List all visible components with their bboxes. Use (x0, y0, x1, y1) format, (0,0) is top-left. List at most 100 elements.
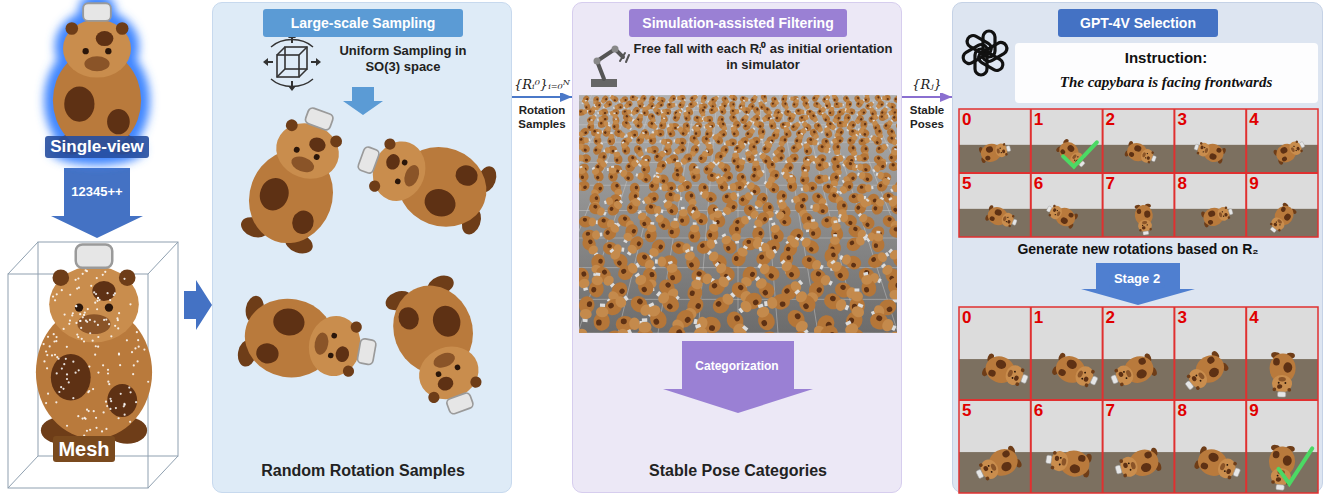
illustration-part (47, 336, 49, 338)
illustration-part (631, 136, 634, 139)
illustration-part (93, 291, 95, 293)
illustration-part (675, 172, 680, 177)
illustration-part (888, 162, 897, 171)
illustration-part (891, 119, 894, 122)
illustration-part (851, 130, 854, 133)
illustration-part (878, 129, 881, 133)
illustration-part (623, 110, 626, 113)
illustration-part (790, 112, 797, 119)
illustration-part (870, 134, 878, 142)
illustration-part (828, 150, 831, 153)
illustration-part (681, 142, 684, 145)
illustration-part (65, 358, 67, 360)
illustration-part (847, 184, 852, 189)
illustration-part (235, 97, 361, 258)
illustration-part (872, 119, 875, 121)
illustration-part (609, 167, 617, 174)
illustration-part (590, 119, 592, 121)
illustration-part (753, 168, 756, 172)
illustration-part (896, 143, 897, 146)
illustration-part (612, 46, 619, 53)
illustration-part (357, 146, 380, 175)
illustration-part (831, 105, 833, 107)
illustration-part (871, 112, 874, 115)
illustration-part (707, 101, 709, 103)
illustration-part (611, 166, 614, 168)
illustration-part (608, 166, 618, 182)
illustration-part (636, 124, 640, 128)
illustration-part (800, 116, 803, 119)
illustration-part (602, 155, 606, 159)
illustration-part (642, 161, 649, 167)
illustration-part (708, 142, 711, 144)
illustration-part (788, 117, 791, 120)
illustration-part (864, 95, 870, 103)
illustration-part (143, 348, 145, 350)
illustration-part (894, 147, 897, 150)
illustration-part (679, 111, 681, 113)
illustration-part (622, 141, 625, 143)
illustration-part (805, 102, 808, 105)
illustration-part (647, 147, 653, 153)
illustration-part (401, 159, 408, 166)
illustration-part (675, 104, 676, 106)
illustration-part (124, 414, 126, 416)
illustration-part (813, 161, 816, 164)
illustration-part (588, 126, 591, 129)
illustration-part (689, 193, 694, 198)
illustration-part (673, 137, 687, 146)
illustration-part (825, 99, 830, 104)
illustration-part (703, 126, 705, 129)
illustration-part (579, 95, 897, 333)
illustration-part (66, 346, 68, 348)
illustration-part (744, 191, 754, 202)
illustration-part (740, 96, 750, 103)
illustration-part (733, 159, 736, 162)
illustration-part (613, 120, 619, 125)
illustration-part (669, 186, 673, 190)
illustration-part (690, 166, 701, 183)
illustration-part (820, 209, 825, 214)
illustration-part (95, 427, 97, 429)
illustration-part (61, 367, 63, 369)
illustration-part (56, 293, 58, 295)
illustration-part (756, 117, 759, 120)
illustration-part (746, 132, 750, 136)
illustration-part (668, 103, 671, 105)
illustration-part (683, 111, 689, 117)
illustration-part (268, 115, 346, 188)
illustration-part (679, 103, 682, 106)
illustration-part (856, 113, 858, 115)
illustration-part (738, 142, 746, 150)
illustration-part (605, 125, 612, 132)
illustration-part (579, 110, 582, 113)
illustration-part (767, 117, 777, 130)
illustration-part (658, 117, 667, 130)
illustration-part (659, 181, 677, 193)
illustration-part (596, 98, 598, 101)
illustration-part (886, 106, 888, 108)
illustration-part (95, 293, 97, 295)
single-view-image: Single-view (22, 2, 172, 168)
illustration-part (595, 175, 600, 180)
illustration-part (702, 109, 705, 112)
stage-panel: Free fall with each Rᵢ⁰ as initial orien… (572, 2, 902, 493)
illustration-part (815, 160, 832, 172)
illustration-part (804, 104, 810, 110)
illustration-part (637, 197, 641, 201)
illustration-part (699, 156, 703, 160)
illustration-part (824, 139, 828, 143)
illustration-part (831, 141, 833, 144)
illustration-part (891, 106, 894, 109)
illustration-part (608, 140, 611, 143)
illustration-part (755, 140, 759, 143)
illustration-part (745, 110, 748, 113)
illustration-part (595, 140, 598, 143)
illustration-part (663, 117, 665, 119)
illustration-part (93, 410, 95, 412)
illustration-part (792, 146, 796, 150)
illustration-part (817, 142, 819, 145)
illustration-part (893, 116, 896, 119)
illustration-part (104, 271, 106, 273)
illustration-part (813, 130, 817, 134)
